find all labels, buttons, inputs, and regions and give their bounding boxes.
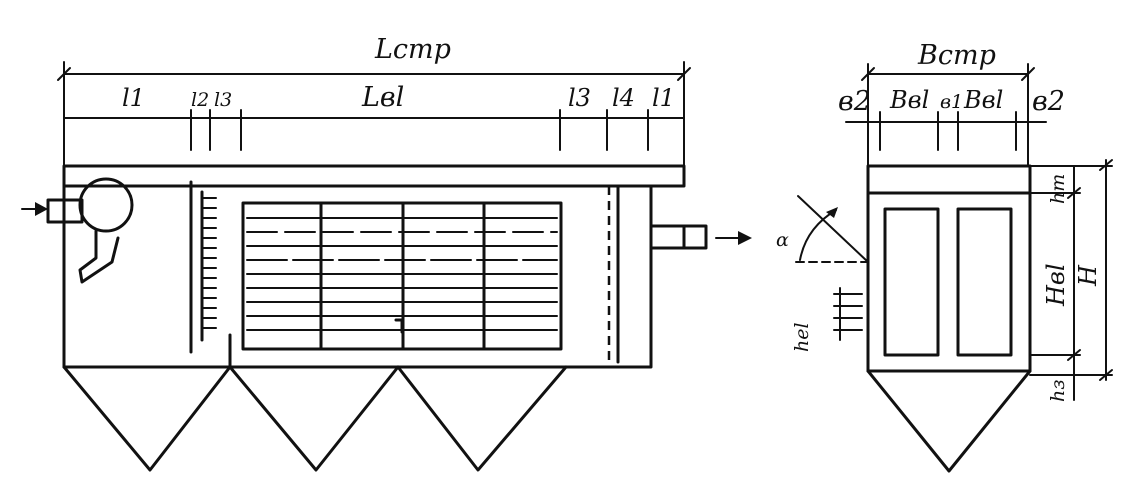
label-b2-right: в2 [1032,86,1065,117]
label-element-step: hel [791,322,813,352]
label-l3-left: l3 [214,89,232,111]
label-angle: α [776,229,789,251]
field-section-right [956,207,1013,357]
label-b1: в1 [940,91,963,113]
collecting-plates [246,217,558,331]
label-active-length: Lвl [361,82,404,113]
field-sections [883,207,1013,357]
outlet-nozzle [682,224,708,250]
distribution-grid [189,180,232,369]
housing-side [62,164,752,369]
label-total-height: Н [1074,264,1102,287]
angle-indicator: α [776,195,869,263]
dimension-total-length: Lстр [57,34,691,166]
grid-slats [201,197,217,329]
label-l4: l4 [612,84,635,112]
dimension-total-width: Встр [861,40,1035,166]
label-l-end: l1 [652,84,675,112]
label-top-gap: hт [1047,174,1069,204]
label-b2-left: в2 [838,86,871,117]
label-field-width-b: Ввl [963,86,1003,114]
dimension-heights: hт Нвl Н hз [1029,159,1113,402]
label-total-width: Встр [917,40,996,71]
label-l1: l1 [122,84,145,112]
label-total-length: Lстр [374,34,451,65]
label-l3-right: l3 [568,84,591,112]
inlet-fan [21,177,134,284]
label-l2: l2 [191,89,209,111]
hoppers-side [62,365,568,472]
label-bottom-gap: hз [1047,379,1069,402]
element-step-dimension: hel [791,287,863,352]
gas-inlet-arrow [35,202,48,216]
label-field-width-a: Ввl [889,86,929,114]
collecting-field [241,201,563,351]
front-view: Встр в2 Ввl в1 Ввl в2 [776,40,1113,473]
side-view: Lстр l1 l2 l3 Lвl l3 l4 l1 [21,34,752,472]
label-field-height: Нвl [1042,263,1070,307]
gas-outlet-arrow [738,231,752,245]
housing-front [866,164,1032,473]
dimension-width-segments: в2 Ввl в1 Ввl в2 [838,86,1065,151]
dimension-segments: l1 l2 l3 Lвl l3 l4 l1 [63,82,685,151]
fan-wheel [78,177,134,233]
field-section-left [883,207,940,357]
